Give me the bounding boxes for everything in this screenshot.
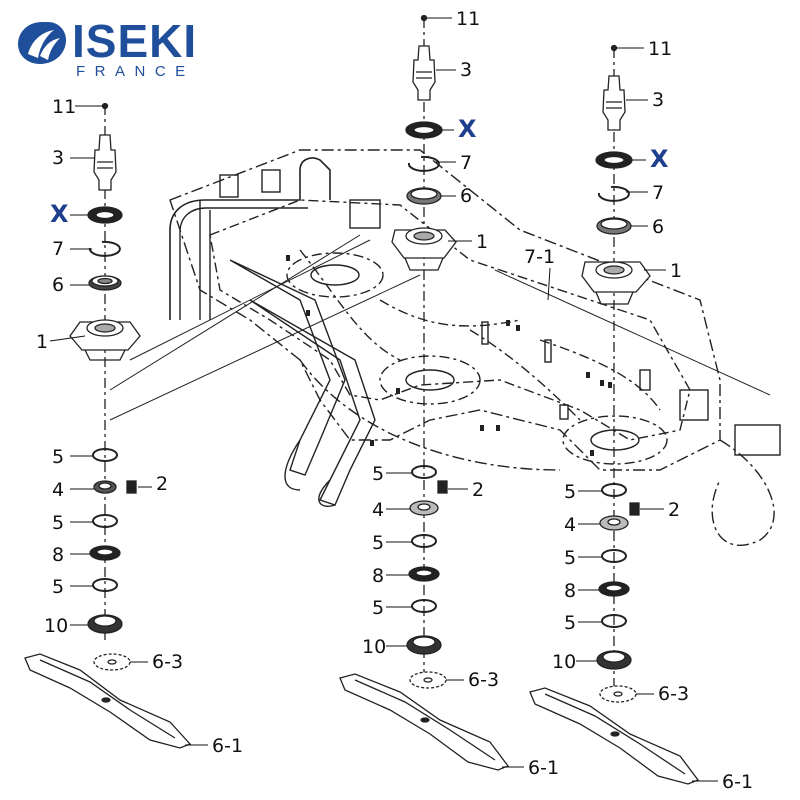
part-label-1-a: 1 — [36, 331, 48, 353]
part-label-2-c: 2 — [668, 499, 680, 521]
part-label-x-b: X — [458, 115, 477, 143]
part-label-x-c: X — [650, 145, 669, 173]
part-label-3-b: 3 — [460, 59, 472, 81]
part-label-x-a: X — [50, 200, 69, 228]
part-label-6-c: 6 — [652, 216, 664, 238]
part-label-61-c: 6-1 — [722, 771, 753, 793]
part-label-4-c: 4 — [564, 514, 576, 536]
part-label-10-b: 10 — [362, 636, 386, 658]
part-label-11-a: 11 — [52, 96, 76, 118]
part-label-11-b: 11 — [456, 8, 480, 30]
part-label-61-b: 6-1 — [528, 757, 559, 779]
mower-deck-housing — [169, 149, 781, 546]
part-label-5-a2: 5 — [52, 512, 64, 534]
part-label-8-c: 8 — [564, 580, 576, 602]
part-label-5-c2: 5 — [564, 547, 576, 569]
callout-leaders — [49, 17, 718, 782]
iseki-logo-icon — [18, 22, 66, 64]
part-label-63-b: 6-3 — [468, 669, 499, 691]
part-label-2-a: 2 — [156, 473, 168, 495]
logo-brand-text: ISEKI — [72, 15, 198, 67]
part-label-11-c: 11 — [648, 38, 672, 60]
part-label-4-a: 4 — [52, 479, 64, 501]
part-label-7-c: 7 — [652, 182, 664, 204]
part-label-2-b: 2 — [472, 479, 484, 501]
spindle-stack-middle — [339, 14, 510, 771]
part-label-1-b: 1 — [476, 231, 488, 253]
part-label-6-b: 6 — [460, 185, 472, 207]
part-label-1-c: 1 — [670, 260, 682, 282]
part-label-7-b: 7 — [460, 152, 472, 174]
part-label-61-a: 6-1 — [212, 735, 243, 757]
part-label-8-b: 8 — [372, 565, 384, 587]
part-label-10-a: 10 — [44, 615, 68, 637]
part-label-3-a: 3 — [52, 147, 64, 169]
part-label-5-b3: 5 — [372, 597, 384, 619]
logo-country-text: FRANCE — [76, 63, 195, 80]
assembly-leader-lines — [109, 234, 771, 421]
part-label-5-c1: 5 — [564, 481, 576, 503]
spindle-stack-left — [24, 102, 192, 749]
iseki-france-logo: ISEKI FRANCE — [14, 14, 254, 84]
part-label-63-a: 6-3 — [152, 651, 183, 673]
part-label-8-a: 8 — [52, 544, 64, 566]
part-label-5-a1: 5 — [52, 446, 64, 468]
part-label-5-b2: 5 — [372, 532, 384, 554]
leader-1-a — [49, 335, 86, 342]
part-label-4-b: 4 — [372, 499, 384, 521]
part-label-71: 7-1 — [524, 246, 555, 268]
part-label-10-c: 10 — [552, 651, 576, 673]
part-label-7-a: 7 — [52, 238, 64, 260]
part-label-63-c: 6-3 — [658, 683, 689, 705]
part-label-5-a3: 5 — [52, 576, 64, 598]
part-label-5-c3: 5 — [564, 612, 576, 634]
part-label-3-c: 3 — [652, 89, 664, 111]
spindle-stack-right — [529, 44, 700, 785]
part-label-6-a: 6 — [52, 274, 64, 296]
part-label-5-b1: 5 — [372, 463, 384, 485]
leader-71 — [547, 267, 551, 301]
